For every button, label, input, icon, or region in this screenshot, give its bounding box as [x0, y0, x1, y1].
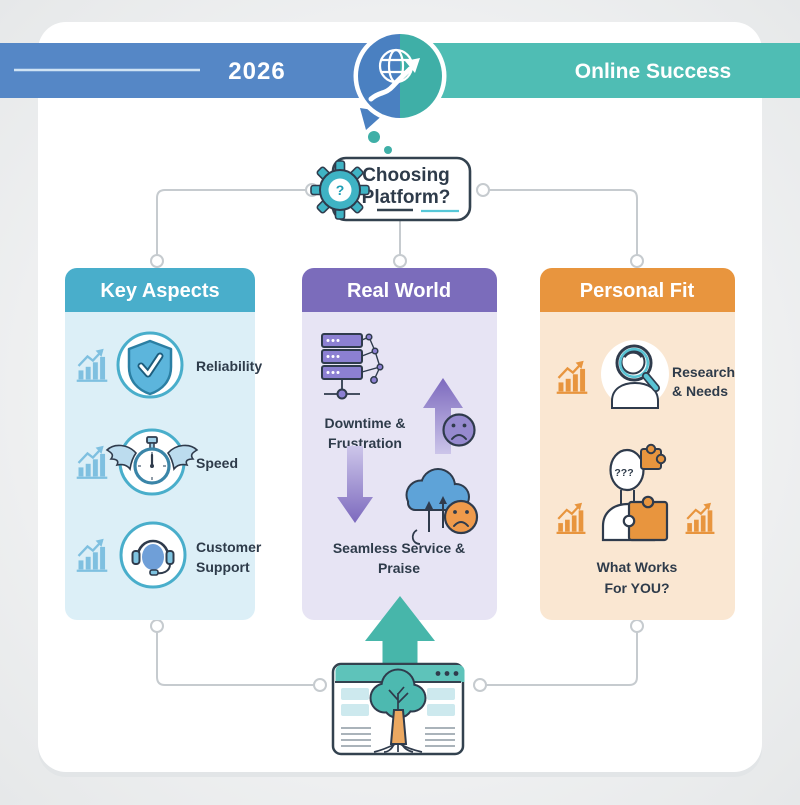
- sad-face-icon: [442, 413, 476, 447]
- column-personal-fit: Personal Fit Research & Needs ???: [540, 268, 735, 620]
- thought-marks: ???: [614, 467, 633, 479]
- seamless-label-line1: Seamless Service &: [333, 540, 465, 556]
- year-label: 2026: [228, 58, 285, 85]
- question-line1: Choosing: [362, 165, 450, 186]
- sad-face-orange-icon: [443, 499, 479, 535]
- column-real-world: Real World Downtime & Frustration: [302, 268, 497, 620]
- bubble-dot-small: [384, 146, 392, 154]
- connector-lines: [156, 189, 638, 686]
- winged-stopwatch-icon: [105, 436, 199, 485]
- globe-growth-icon: [368, 48, 420, 102]
- banner-teal-segment: [400, 43, 800, 98]
- banner-title: Online Success: [575, 60, 731, 83]
- column-key-aspects: Key Aspects Reliability Speed: [65, 268, 262, 620]
- research-label-line2: & Needs: [672, 383, 728, 399]
- downtime-label-line1: Downtime &: [325, 415, 406, 431]
- speed-label: Speed: [196, 455, 238, 471]
- what-works-label-line1: What Works: [597, 559, 678, 575]
- cloud-recovery-icon: [405, 468, 479, 545]
- speech-bubble: [353, 29, 447, 154]
- real-world-header: [302, 268, 497, 312]
- question-box: Choosing Platform? ?: [310, 156, 472, 222]
- reliability-label: Reliability: [196, 358, 262, 374]
- customer-support-label-line1: Customer: [196, 539, 262, 555]
- tree-with-roots-icon: [369, 668, 427, 753]
- up-arrow: [423, 378, 463, 454]
- gear-question-icon: ?: [310, 160, 370, 220]
- key-aspects-header: [65, 268, 255, 312]
- personal-fit-title: Personal Fit: [580, 280, 695, 302]
- down-arrow: [337, 446, 373, 523]
- research-label-line1: Research: [672, 364, 735, 380]
- real-world-title: Real World: [347, 280, 451, 302]
- server-stack-icon: [321, 333, 384, 400]
- header-banner: 2026 Online Success: [0, 43, 800, 98]
- what-works-label-line2: For YOU?: [604, 580, 669, 596]
- customer-support-label-line2: Support: [196, 559, 250, 575]
- magnifier-person-icon: [601, 340, 669, 409]
- question-line2: Platform?: [362, 187, 451, 208]
- bubble-dot-large: [368, 131, 380, 143]
- key-aspects-title: Key Aspects: [100, 280, 219, 302]
- downtime-label-line2: Frustration: [328, 435, 402, 451]
- shield-check-icon: [127, 339, 173, 396]
- puzzle-person-icon: ???: [601, 443, 669, 542]
- seamless-label-line2: Praise: [378, 560, 420, 576]
- browser-tree-icon: [331, 662, 465, 756]
- gear-question-mark: ?: [336, 182, 345, 198]
- teal-up-arrow: [365, 596, 435, 672]
- headset-support-icon: [131, 539, 175, 576]
- personal-fit-header: [540, 268, 735, 312]
